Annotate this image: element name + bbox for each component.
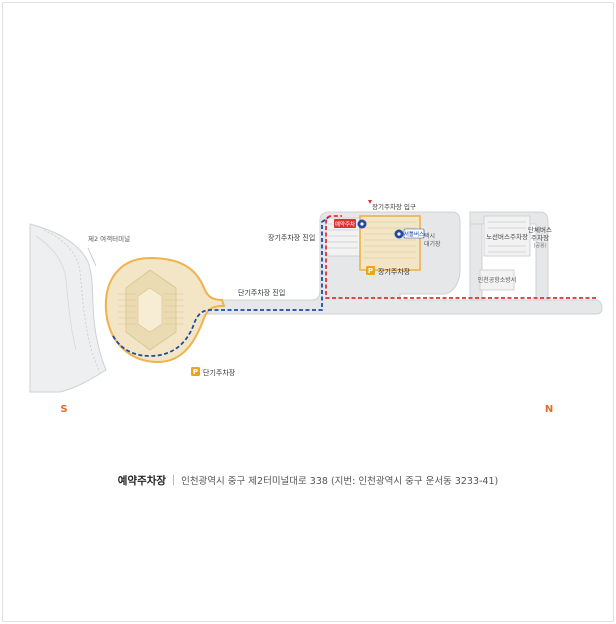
reserved-tag (334, 219, 356, 228)
shuttle-tag-label: 셔틀버스 (404, 230, 424, 238)
reserved-tag-label: 예약주차 (335, 220, 355, 228)
long-term-parking-badge (366, 266, 375, 275)
footer-title: 예약주차장 (117, 475, 167, 487)
footer-divider (173, 475, 175, 485)
short-term-parking-label: 단기주차장 (203, 368, 236, 377)
short-term-badge-letter: P (193, 368, 198, 376)
shuttle-tag (403, 228, 425, 239)
compass-south: S (60, 404, 67, 415)
short-term-route (111, 215, 331, 357)
long-term-entry-gate-label: 장기주차장 입구 (372, 202, 416, 211)
shuttle-pin-icon (394, 229, 404, 239)
long-term-parking-label: 장기주차장 (378, 267, 411, 276)
footer-caption: 예약주차장 인천광역시 중구 제2터미널대로 338 (지번: 인천광역시 중구 … (0, 473, 616, 488)
taxi-waiting-label-1: 택시 (424, 233, 435, 240)
long-term-badge-letter: P (368, 267, 373, 275)
fire-station-label: 인천공항소방서 (478, 276, 517, 284)
short-term-parking-badge (191, 367, 200, 376)
footer-address: 인천광역시 중구 제2터미널대로 338 (지번: 인천광역시 중구 운서동 3… (181, 476, 499, 487)
compass-north: N (545, 404, 553, 415)
taxi-waiting-label-2: 대기장 (424, 240, 441, 248)
bus-parking-label-1: 단체버스 (528, 225, 552, 234)
reserved-pin-icon (357, 219, 367, 229)
bus-parking-sub-label: (공용) (533, 243, 546, 249)
long-term-route (325, 215, 596, 299)
terminal-label: 제2 여객터미널 (88, 234, 130, 243)
short-term-entrance-label: 단기주차장 진입 (238, 288, 285, 297)
bus-garage-label: 노선버스주차장 (486, 232, 528, 241)
entry-arrow-icon (368, 200, 372, 204)
short-term-parking-area (104, 256, 226, 364)
terminal-building (29, 223, 107, 393)
bus-parking-label-2: 주차장 (531, 233, 549, 242)
long-term-entrance-label: 장기주차장 진입 (268, 233, 315, 242)
